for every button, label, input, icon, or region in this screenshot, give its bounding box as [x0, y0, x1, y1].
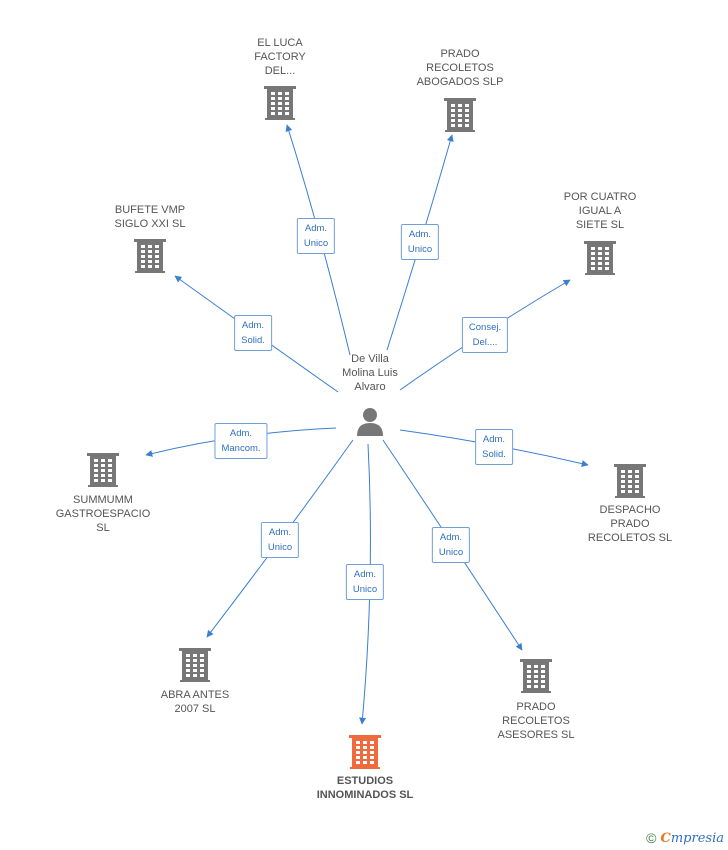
company-label-abra-antes[interactable]: ABRA ANTES 2007 SL	[160, 689, 230, 715]
role-badge-por-cuatro[interactable]: Consej. Del....	[461, 317, 509, 353]
building-icon[interactable]	[520, 659, 552, 693]
role-badge-bufete-vmp[interactable]: Adm. Solid.	[234, 315, 272, 351]
company-label-estudios[interactable]: ESTUDIOS INNOMINADOS SL	[316, 775, 414, 801]
company-label-por-cuatro[interactable]: POR CUATRO IGUAL A SIETE SL	[563, 191, 637, 231]
company-label-bufete-vmp[interactable]: BUFETE VMP SIGLO XXI SL	[114, 204, 186, 230]
role-badge-el-luca[interactable]: Adm. Unico	[296, 218, 336, 254]
building-icon[interactable]	[584, 241, 616, 275]
nodes-layer	[87, 86, 646, 769]
role-badge-prado-asesores[interactable]: Adm. Unico	[431, 527, 471, 563]
copyright-icon: ©	[646, 830, 657, 846]
company-label-prado-abogados[interactable]: PRADO RECOLETOS ABOGADOS SLP	[416, 48, 504, 88]
company-label-prado-asesores[interactable]: PRADO RECOLETOS ASESORES SL	[497, 701, 575, 741]
role-badge-summumm[interactable]: Adm. Mancom.	[214, 423, 268, 459]
person-name[interactable]: De Villa Molina Luis Alvaro	[342, 353, 398, 393]
building-icon[interactable]	[87, 453, 119, 487]
company-label-summumm[interactable]: SUMMUMM GASTROESPACIO SL	[55, 494, 151, 534]
role-badge-abra-antes[interactable]: Adm. Unico	[260, 522, 300, 558]
person-icon[interactable]	[357, 408, 383, 436]
company-label-el-luca[interactable]: EL LUCA FACTORY DEL...	[254, 37, 306, 77]
building-icon[interactable]	[179, 648, 211, 682]
building-icon[interactable]	[614, 464, 646, 498]
building-icon[interactable]	[134, 239, 166, 273]
building-icon[interactable]	[444, 98, 476, 132]
footer-brand: © Cmpresia	[646, 830, 724, 846]
building-icon[interactable]	[264, 86, 296, 120]
role-badge-prado-abogados[interactable]: Adm. Unico	[400, 224, 440, 260]
role-badge-despacho-prado[interactable]: Adm. Solid.	[475, 429, 513, 465]
building-icon[interactable]	[349, 735, 381, 769]
company-label-despacho-prado[interactable]: DESPACHO PRADO RECOLETOS SL	[587, 504, 673, 544]
empresia-logo[interactable]: Cmpresia	[660, 830, 725, 846]
role-badge-estudios[interactable]: Adm. Unico	[345, 564, 385, 600]
